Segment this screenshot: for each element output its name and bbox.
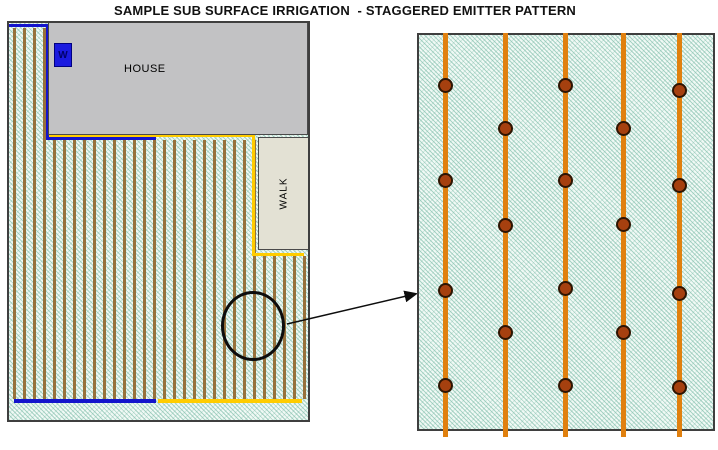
emitter-dot bbox=[616, 216, 631, 232]
drip-line bbox=[143, 140, 146, 399]
drip-line bbox=[63, 140, 66, 399]
drip-tube bbox=[503, 33, 508, 437]
emitter-dot bbox=[558, 77, 573, 93]
drip-line bbox=[73, 140, 76, 399]
emitter-dot bbox=[438, 282, 453, 298]
drip-line bbox=[83, 140, 86, 399]
drip-lines-layer bbox=[9, 23, 308, 420]
drip-line bbox=[233, 140, 236, 399]
emitter-dot bbox=[672, 285, 687, 301]
drip-line bbox=[53, 140, 56, 399]
drip-line bbox=[43, 28, 46, 399]
page-title: SAMPLE SUB SURFACE IRRIGATION - STAGGERE… bbox=[113, 3, 577, 18]
water-source: W bbox=[54, 43, 72, 67]
drip-line bbox=[213, 140, 216, 399]
supply-pipe-blue bbox=[46, 137, 156, 140]
supply-pipe-yellow bbox=[252, 134, 255, 256]
emitter-dot bbox=[498, 217, 513, 233]
detail-circle bbox=[221, 291, 285, 361]
emitter-dot bbox=[438, 172, 453, 188]
emitter-dot bbox=[672, 379, 687, 395]
drip-line bbox=[113, 140, 116, 399]
house-label: HOUSE bbox=[124, 63, 166, 75]
emitter-dot bbox=[438, 77, 453, 93]
walk: WALK bbox=[258, 137, 308, 250]
water-source-label: W bbox=[58, 49, 68, 61]
drip-line bbox=[183, 140, 186, 399]
drip-line bbox=[133, 140, 136, 399]
drip-line bbox=[13, 28, 16, 399]
drip-line bbox=[33, 28, 36, 399]
drip-tube bbox=[677, 33, 682, 437]
supply-pipe-yellow bbox=[252, 253, 304, 256]
supply-pipe-yellow bbox=[158, 399, 302, 403]
drip-line bbox=[223, 140, 226, 399]
drip-line bbox=[293, 256, 296, 399]
emitter-dot bbox=[672, 177, 687, 193]
drip-line bbox=[103, 140, 106, 399]
house: HOUSE bbox=[48, 23, 308, 135]
drip-line bbox=[93, 140, 96, 399]
supply-pipe-blue bbox=[46, 24, 49, 138]
drip-tube bbox=[443, 33, 448, 437]
drip-line bbox=[253, 140, 256, 399]
drip-line bbox=[123, 140, 126, 399]
detail-arrow-icon bbox=[286, 290, 418, 325]
emitter-dot bbox=[558, 377, 573, 393]
drip-line bbox=[303, 256, 306, 399]
emitter-dot bbox=[498, 324, 513, 340]
emitter-dot bbox=[616, 324, 631, 340]
emitter-dot bbox=[498, 120, 513, 136]
drip-line bbox=[153, 140, 156, 399]
drip-line bbox=[163, 140, 166, 399]
drip-line bbox=[243, 140, 246, 399]
yard-plan-panel: HOUSE WALK W bbox=[7, 21, 310, 422]
drip-line bbox=[203, 140, 206, 399]
drip-line bbox=[193, 140, 196, 399]
emitter-dot bbox=[672, 82, 687, 98]
emitter-dot bbox=[558, 172, 573, 188]
supply-pipe-blue bbox=[14, 399, 156, 403]
tube-layer bbox=[419, 33, 713, 437]
drip-line bbox=[173, 140, 176, 399]
emitter-dot bbox=[616, 120, 631, 136]
emitter-detail-panel bbox=[417, 33, 715, 437]
supply-pipe-yellow bbox=[49, 134, 255, 137]
drip-tube bbox=[563, 33, 568, 437]
emitter-dot bbox=[558, 280, 573, 296]
drip-tube bbox=[621, 33, 626, 437]
walk-label: WALK bbox=[278, 177, 289, 210]
supply-pipe-blue bbox=[9, 24, 49, 27]
drip-line bbox=[23, 28, 26, 399]
emitter-dot bbox=[438, 377, 453, 393]
